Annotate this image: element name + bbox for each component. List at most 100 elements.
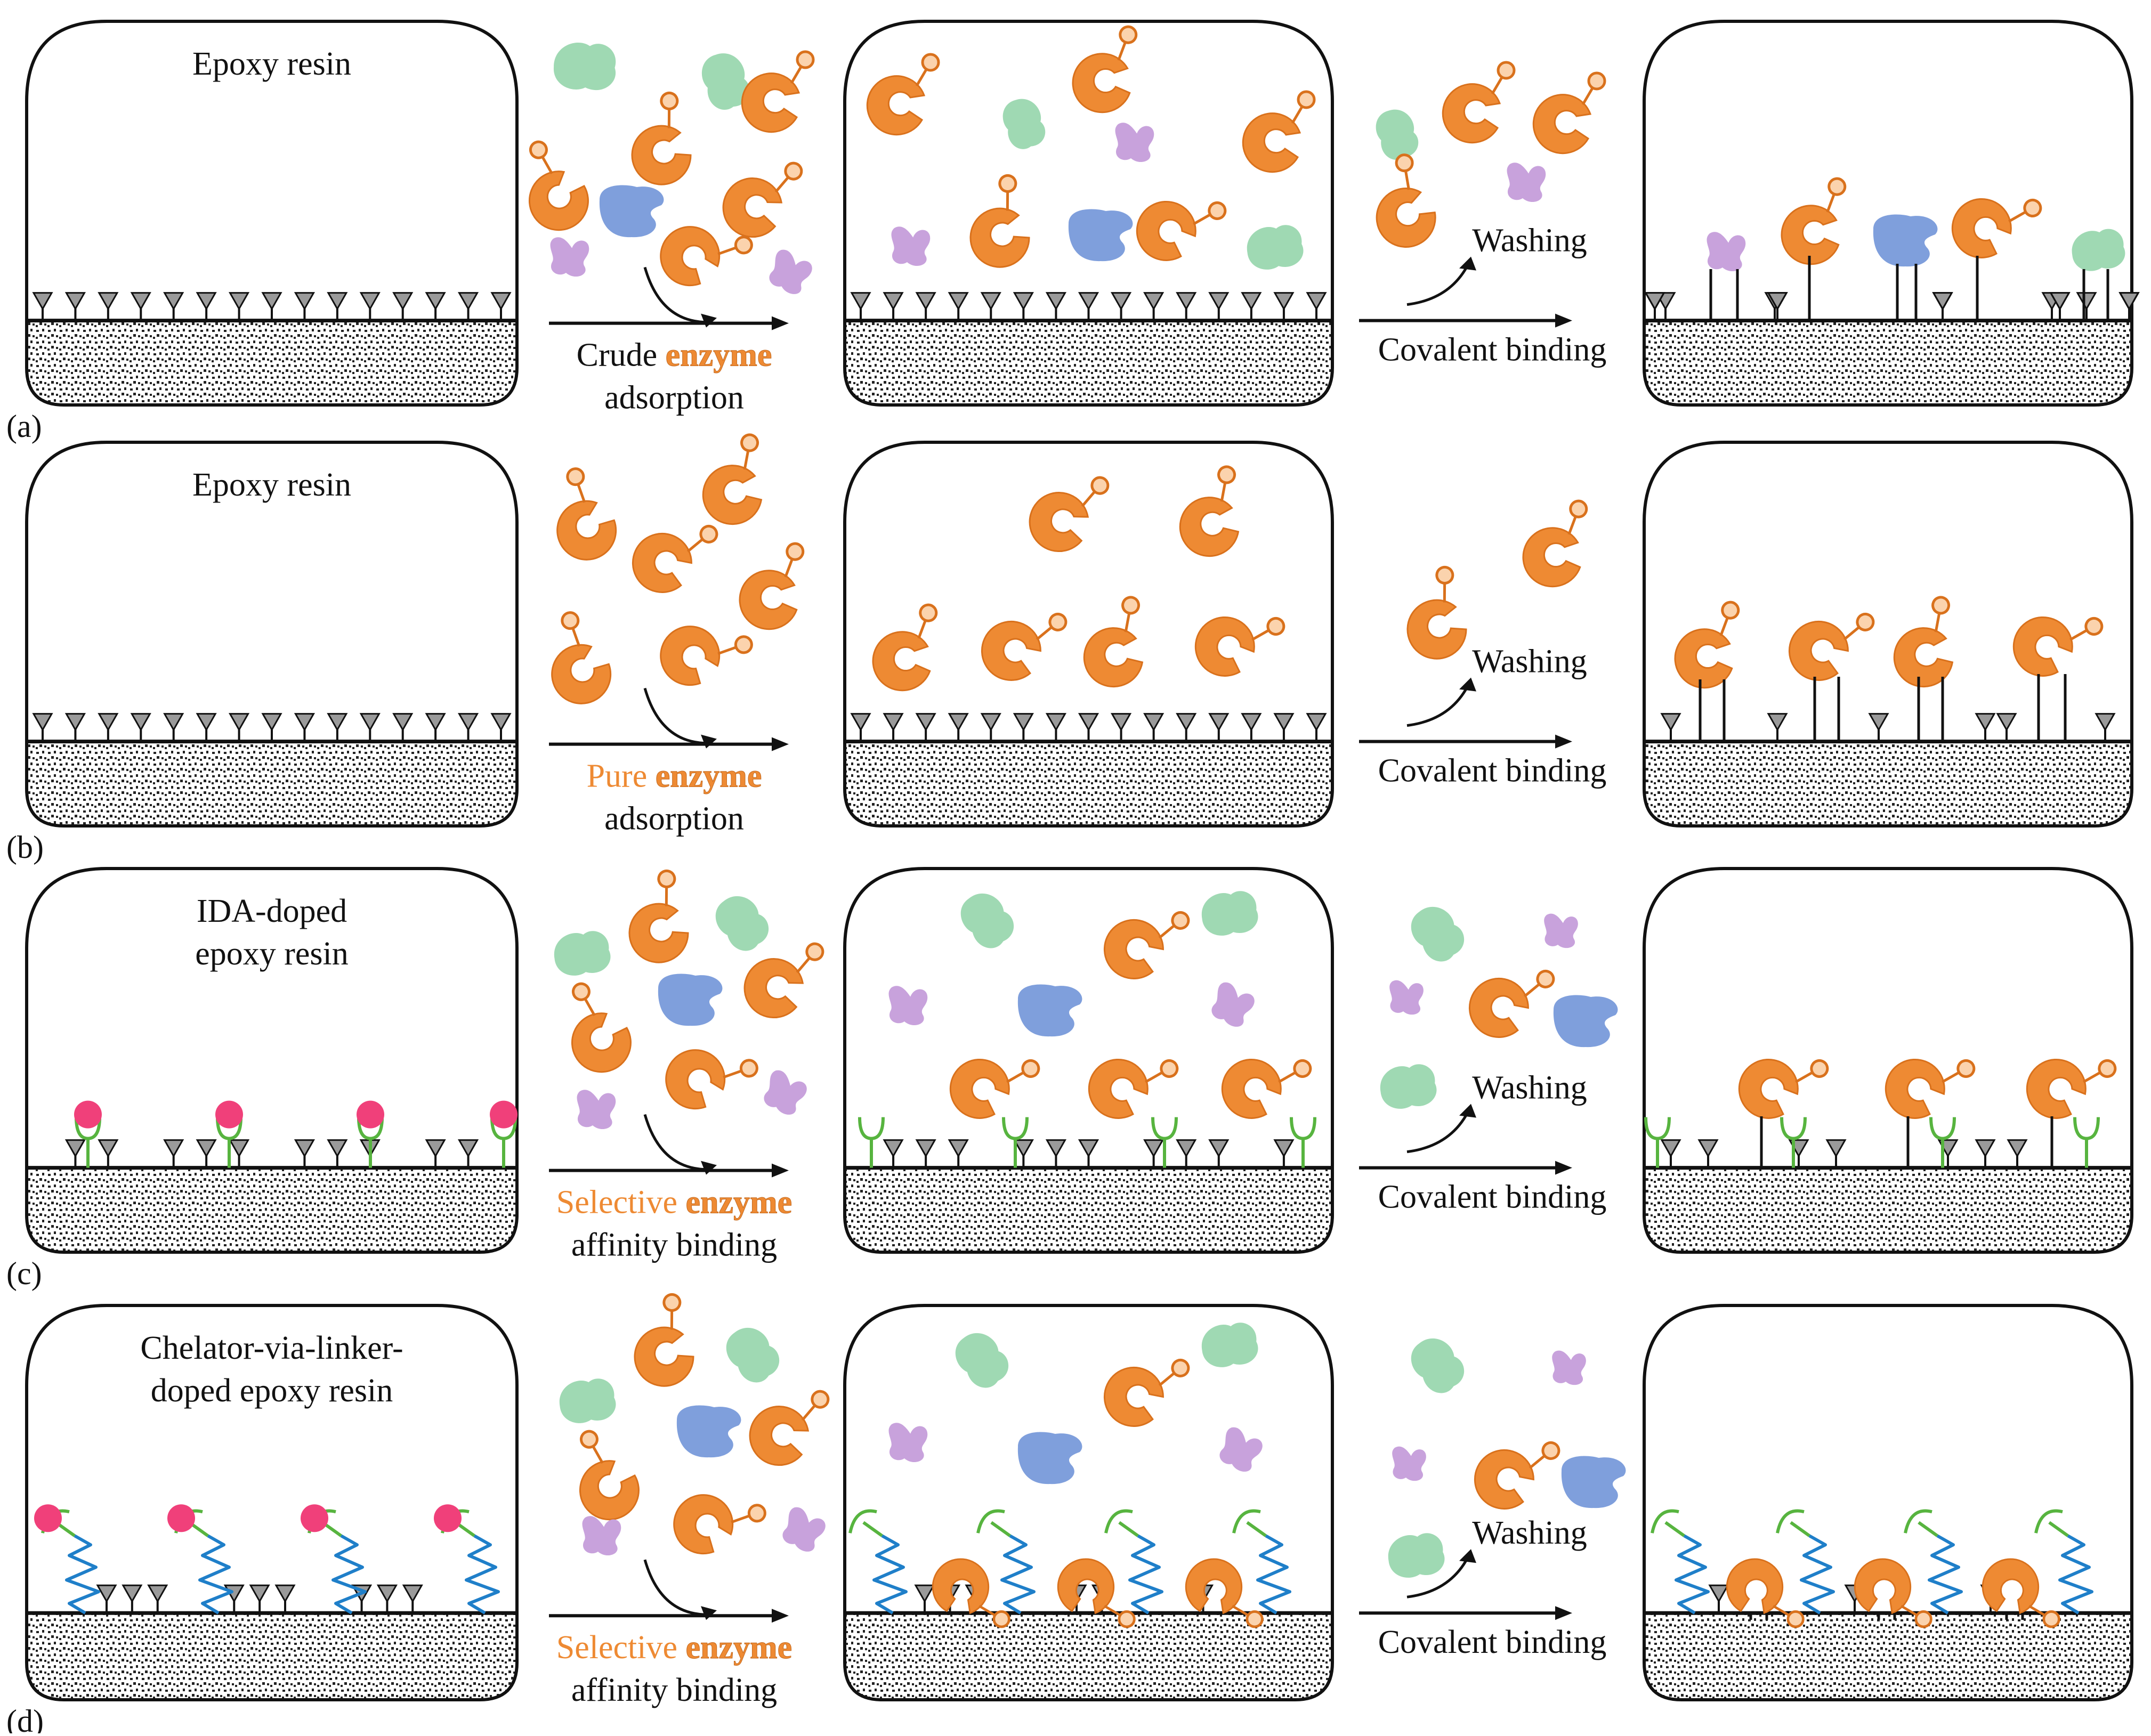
enzyme — [529, 465, 636, 571]
his-tag-icon — [564, 465, 587, 488]
step1-enzyme-word: enzyme — [656, 758, 762, 794]
support-title: Epoxy resin — [192, 46, 351, 82]
curved-arrow-head — [701, 735, 717, 749]
his-tag-icon — [1119, 1611, 1135, 1627]
step1-prefix: Crude — [577, 337, 666, 374]
enzyme-body — [1533, 95, 1590, 153]
porous-support — [27, 742, 517, 826]
enzyme — [613, 1292, 715, 1397]
step1-enzyme-word: enzyme — [666, 337, 772, 374]
blue-protein — [1554, 995, 1618, 1047]
free-proteins — [551, 1292, 829, 1573]
green-protein — [708, 887, 775, 958]
his-tag-icon — [570, 981, 592, 1003]
porous-support — [845, 742, 1332, 826]
vessel-interior — [845, 442, 1332, 742]
porous-support — [27, 321, 517, 405]
green-protein-shape — [708, 887, 775, 958]
step1-enzyme-word: enzyme — [686, 1629, 793, 1666]
covalent-binding-label: Covalent binding — [1378, 1624, 1607, 1660]
step1-prefix: Pure — [587, 758, 656, 794]
vessel-support: Chelator-via-linker-doped epoxy resin — [27, 1305, 517, 1700]
step1-line2: affinity binding — [571, 1672, 777, 1708]
step1-line2: adsorption — [604, 801, 744, 837]
his-tag-icon — [1916, 1611, 1931, 1627]
purple-protein-shape — [765, 247, 815, 297]
blue-protein-shape — [1562, 1456, 1626, 1508]
his-tag-icon — [559, 609, 581, 631]
green-protein — [1247, 225, 1304, 270]
washing-arrow-line — [1407, 265, 1468, 305]
enzyme-body — [569, 1451, 649, 1530]
metal-ion-icon — [301, 1504, 328, 1532]
purple-protein — [583, 1516, 621, 1555]
enzyme — [1351, 152, 1457, 259]
enzyme-body — [545, 490, 627, 571]
his-tag-icon — [784, 162, 803, 181]
purple-protein — [1544, 914, 1578, 948]
enzyme-body — [1461, 970, 1535, 1045]
washing-label: Washing — [1472, 1515, 1587, 1551]
enzyme — [688, 433, 782, 532]
porous-support — [1644, 742, 2132, 826]
green-protein — [1404, 1329, 1470, 1400]
step1-adsorption: Crude enzyme adsorption — [549, 267, 789, 416]
green-protein — [550, 37, 620, 96]
purple-protein — [577, 1090, 616, 1129]
purple-protein-shape — [577, 1090, 616, 1129]
enzyme-body — [735, 566, 801, 634]
green-protein-shape — [1373, 106, 1421, 162]
green-protein-shape — [1388, 1533, 1445, 1578]
blue-protein — [1562, 1456, 1626, 1508]
his-tag-stem — [1435, 581, 1453, 602]
his-tag-stem — [657, 885, 675, 906]
porous-support — [27, 1613, 517, 1700]
green-protein — [554, 931, 611, 976]
covalent-binding-label: Covalent binding — [1378, 332, 1607, 368]
his-tag-icon — [1589, 73, 1605, 89]
covalent-binding-label: Covalent binding — [1378, 1179, 1607, 1215]
porous-support — [845, 321, 1332, 405]
curved-arrow-head — [701, 1161, 717, 1175]
process-arrow-head — [1555, 1161, 1572, 1175]
purple-protein-shape — [779, 1505, 829, 1555]
enzyme-body — [654, 1038, 735, 1120]
his-tag-icon — [1434, 564, 1455, 586]
his-tag-icon — [528, 139, 549, 161]
vessel-interior — [1644, 869, 2132, 1168]
enzyme-body — [649, 614, 730, 696]
porous-support — [1644, 1168, 2132, 1252]
blue-protein-shape — [677, 1405, 741, 1457]
his-tag-icon — [797, 52, 813, 68]
metal-ion-icon — [434, 1504, 462, 1532]
process-arrow-head — [772, 1609, 789, 1623]
support-title: Epoxy resin — [192, 467, 351, 503]
purple-protein — [1392, 1447, 1426, 1481]
step1-line2: adsorption — [604, 380, 744, 416]
panel-label: (c) — [6, 1256, 42, 1291]
enzyme-body — [625, 525, 698, 600]
metal-ion-icon — [357, 1101, 384, 1129]
his-tag-icon — [1721, 601, 1740, 620]
his-tag-icon — [1298, 92, 1314, 108]
his-tag-icon — [919, 604, 937, 622]
support-title: IDA-doped — [197, 893, 347, 929]
panel-label: (b) — [6, 830, 44, 865]
step1-adsorption: Pure enzyme adsorption — [549, 688, 789, 837]
process-arrow-head — [1555, 1606, 1572, 1620]
enzyme — [649, 598, 755, 705]
green-protein-shape — [1202, 891, 1258, 936]
support-title: doped epoxy resin — [151, 1373, 393, 1409]
enzyme-body — [540, 634, 621, 715]
enzyme — [745, 1381, 829, 1472]
step1-label: Selective enzyme — [556, 1629, 792, 1666]
enzyme-body — [695, 458, 769, 532]
his-tag-icon — [994, 1611, 1009, 1627]
blue-protein — [677, 1405, 741, 1457]
enzyme — [1461, 950, 1556, 1050]
step1-label: Selective enzyme — [556, 1185, 792, 1221]
porous-support — [1644, 1613, 2132, 1700]
blue-protein-shape — [1554, 995, 1618, 1047]
enzyme — [1533, 73, 1605, 153]
